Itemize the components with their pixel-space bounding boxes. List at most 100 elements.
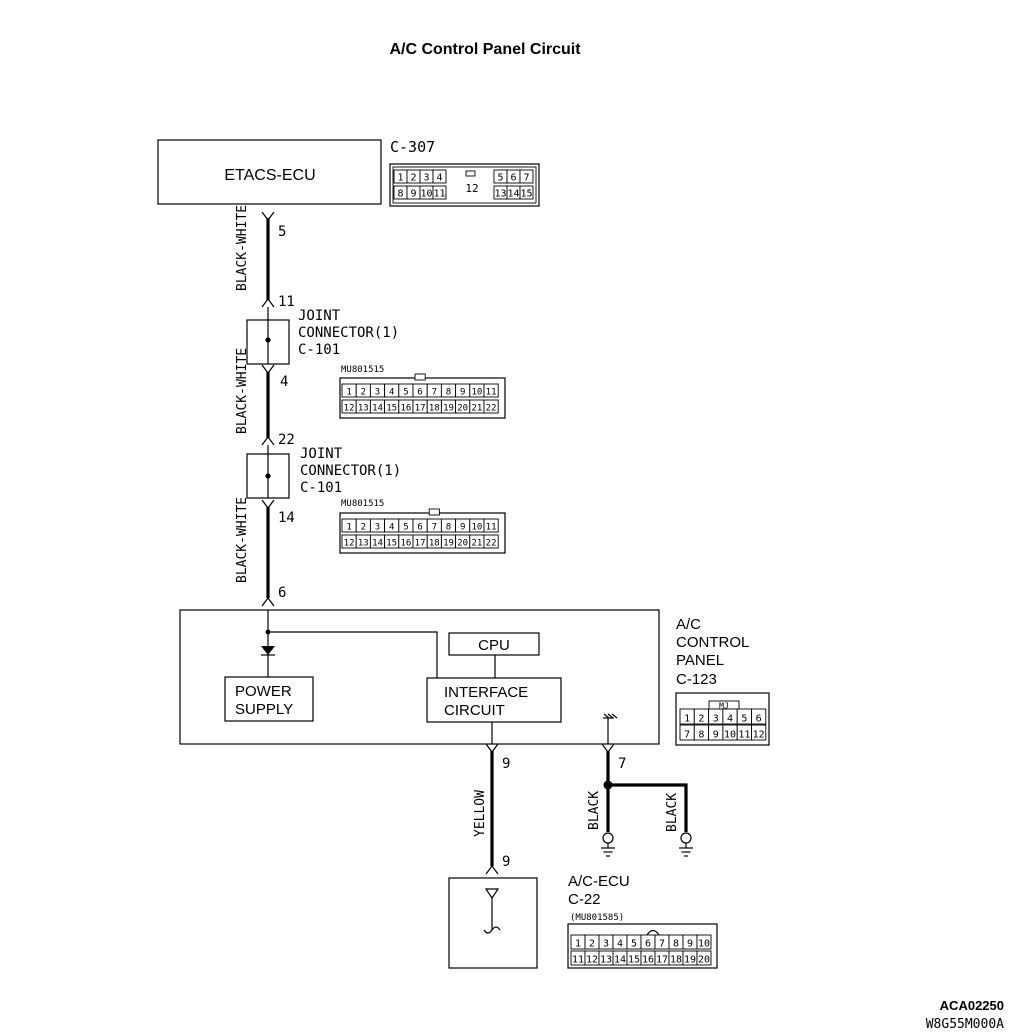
etacs-pin: 9 [406, 185, 421, 200]
svg-text:10: 10 [724, 730, 736, 741]
joint2-pin: 6 [412, 518, 428, 533]
svg-text:6: 6 [417, 523, 422, 533]
joint2-pin: 3 [369, 518, 386, 533]
acecu-pin: 12 [584, 950, 600, 966]
joint1-pin: 9 [455, 383, 471, 398]
svg-text:7: 7 [523, 173, 529, 184]
svg-text:16: 16 [400, 539, 411, 549]
svg-text:MJ: MJ [719, 702, 729, 711]
joint2-pin: 11 [483, 518, 499, 533]
joint2-pin: 18 [426, 534, 442, 549]
svg-text:3: 3 [603, 939, 609, 950]
joint2-pin: 16 [398, 534, 414, 549]
svg-text:8: 8 [673, 939, 679, 950]
svg-text:17: 17 [415, 404, 426, 414]
joint2-pin: 4 [384, 518, 400, 533]
joint1-pin: 5 [398, 383, 414, 398]
joint2-pin: 22 [483, 534, 499, 549]
svg-text:8: 8 [446, 523, 451, 533]
joint2-pin: 10 [469, 518, 485, 533]
svg-text:1: 1 [397, 173, 403, 184]
footer-code-2: W8G55M000A [926, 1017, 1004, 1032]
joint2-pin: 9 [455, 518, 471, 533]
svg-text:19: 19 [684, 955, 696, 966]
joint1-code: C-101 [298, 342, 340, 358]
joint1-pin: 1 [341, 383, 357, 398]
acecu-pin: 15 [626, 950, 642, 966]
seg3-bottom-pin: 6 [278, 585, 286, 601]
panel-pin: 8 [693, 724, 710, 741]
acecu-pin: 8 [668, 934, 684, 950]
svg-text:2: 2 [698, 714, 704, 725]
svg-text:9: 9 [460, 388, 465, 398]
acecu-pin: 13 [598, 950, 614, 966]
ground-symbol-left [601, 832, 615, 857]
joint2-pin: 19 [440, 534, 457, 549]
ac-ecu-block [448, 877, 538, 969]
svg-text:21: 21 [471, 539, 482, 549]
svg-text:11: 11 [486, 523, 497, 533]
acecu-pin: 6 [640, 934, 656, 950]
joint2-pin: 8 [440, 518, 457, 533]
yellow-top-pin: 9 [502, 756, 510, 772]
joint2-pin: 2 [355, 518, 371, 533]
joint1-pin: 15 [384, 399, 400, 414]
seg1-top-pin: 5 [278, 224, 286, 240]
acecu-pin: 4 [612, 934, 628, 950]
svg-text:14: 14 [507, 189, 519, 200]
svg-text:3: 3 [423, 173, 429, 184]
joint2-connector: CONNECTOR(1) [300, 463, 401, 479]
seg1-wire-color: BLACK-WHITE [235, 205, 250, 291]
etacs-pin: 11 [432, 185, 447, 200]
svg-text:10: 10 [698, 939, 710, 950]
diagram-title: A/C Control Panel Circuit [389, 41, 581, 58]
svg-text:4: 4 [436, 173, 442, 184]
power-supply-label-1: POWER [235, 683, 292, 700]
ac-ecu-part-number: (MU801585) [570, 913, 624, 923]
svg-text:22: 22 [486, 404, 497, 414]
svg-text:10: 10 [471, 523, 482, 533]
panel-name-line3: PANEL [676, 652, 724, 669]
svg-text:1: 1 [346, 388, 351, 398]
acecu-pin: 17 [654, 950, 670, 966]
yellow-wire-color: YELLOW [473, 790, 488, 837]
svg-text:8: 8 [397, 189, 403, 200]
svg-text:13: 13 [358, 404, 369, 414]
interface-circuit-label-1: INTERFACE [444, 684, 528, 701]
svg-text:20: 20 [457, 539, 468, 549]
svg-text:9: 9 [460, 523, 465, 533]
etacs-pin: 10 [419, 185, 434, 200]
svg-text:2: 2 [589, 939, 595, 950]
etacs-pin: 15 [519, 185, 534, 200]
ac-ecu-connector-label: C-22 [568, 891, 601, 908]
svg-text:17: 17 [415, 539, 426, 549]
svg-text:5: 5 [403, 388, 408, 398]
acecu-pin: 2 [584, 934, 600, 950]
etacs-ecu-block: ETACS-ECU [157, 139, 382, 205]
joint1-part-number: MU801515 [341, 365, 384, 375]
acecu-pin: 5 [626, 934, 642, 950]
etacs-pin: 7 [519, 169, 534, 184]
power-supply-label-2: SUPPLY [235, 701, 293, 718]
joint2-pin: 1 [341, 518, 357, 533]
joint1-pin: 17 [412, 399, 428, 414]
svg-text:18: 18 [429, 539, 440, 549]
joint2-part-number: MU801515 [341, 499, 384, 509]
svg-text:8: 8 [698, 730, 704, 741]
svg-text:11: 11 [738, 730, 750, 741]
joint1-pin: 6 [412, 383, 428, 398]
svg-text:7: 7 [432, 388, 437, 398]
svg-text:16: 16 [400, 404, 411, 414]
svg-text:15: 15 [628, 955, 640, 966]
svg-text:3: 3 [375, 523, 380, 533]
svg-text:12: 12 [344, 404, 355, 414]
svg-text:4: 4 [617, 939, 623, 950]
svg-text:18: 18 [670, 955, 682, 966]
panel-pin: 12 [751, 724, 767, 741]
ground-pin: 7 [618, 756, 626, 772]
panel-pin: 10 [722, 724, 738, 741]
panel-pin: 1 [679, 708, 695, 725]
svg-text:6: 6 [756, 714, 762, 725]
svg-text:10: 10 [420, 189, 432, 200]
joint2-code: C-101 [300, 480, 342, 496]
